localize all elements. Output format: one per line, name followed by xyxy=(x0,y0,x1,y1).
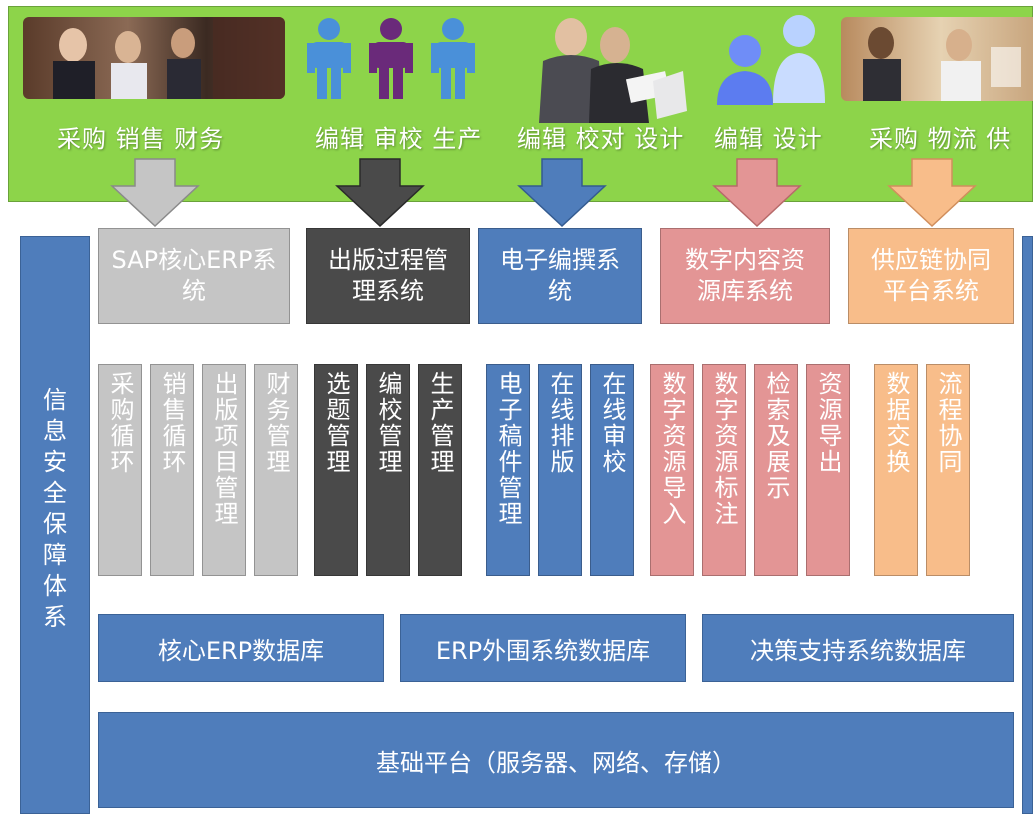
security-system-label: 信息安全保障体系 xyxy=(43,386,67,631)
sap-erp-system-label-1: SAP核心ERP系 xyxy=(111,246,277,274)
module-online-typesetting: 在线排版 xyxy=(538,364,582,576)
publishing-process-system-box: 出版过程管理系统 xyxy=(306,228,470,324)
top-label-purchase-logistics-supply: 采购 物流 供 xyxy=(869,125,1012,153)
sap-erp-system-label-2: 统 xyxy=(181,277,206,305)
module-topic-selection-mgmt: 选题管理 xyxy=(314,364,358,576)
module-label: 检索及展示 xyxy=(762,371,790,501)
infrastructure-platform: 基础平台（服务器、网络、存储） xyxy=(98,712,1014,808)
module-production-mgmt: 生产管理 xyxy=(418,364,462,576)
module-publishing-project-mgmt: 出版项目管理 xyxy=(202,364,246,576)
security-system-bar: 信息安全保障体系 xyxy=(20,236,90,814)
module-label: 采购循环 xyxy=(106,371,134,475)
module-label: 选题管理 xyxy=(322,371,350,475)
down-arrow-gray xyxy=(110,158,200,228)
module-label: 在线审校 xyxy=(598,371,626,475)
module-finance-mgmt: 财务管理 xyxy=(254,364,298,576)
module-label: 财务管理 xyxy=(262,371,290,475)
erp-peripheral-database: ERP外围系统数据库 xyxy=(400,614,686,682)
module-online-review: 在线审校 xyxy=(590,364,634,576)
module-digital-resource-annotation: 数字资源标注 xyxy=(702,364,746,576)
down-arrow-orange xyxy=(887,158,977,228)
user-roles-band: 采购 销售 财务 编辑 审校 生产 编辑 校对 设计 编辑 设计 采购 物流 供 xyxy=(8,6,1033,202)
module-label: 编校管理 xyxy=(374,371,402,475)
module-label: 数据交换 xyxy=(882,371,910,475)
right-side-bar xyxy=(1022,236,1033,814)
down-arrow-dark xyxy=(335,158,425,228)
down-arrow-pink xyxy=(712,158,802,228)
module-search-and-display: 检索及展示 xyxy=(754,364,798,576)
electronic-compilation-label-2: 统 xyxy=(548,277,572,305)
businessmen-photo xyxy=(533,11,693,123)
business-meeting-photo-1 xyxy=(23,17,285,99)
module-label: 资源导出 xyxy=(814,371,842,475)
core-erp-database: 核心ERP数据库 xyxy=(98,614,384,682)
module-label: 数字资源标注 xyxy=(710,371,738,527)
module-label: 生产管理 xyxy=(426,371,454,475)
module-resource-export: 资源导出 xyxy=(806,364,850,576)
module-label: 销售循环 xyxy=(158,371,186,475)
electronic-compilation-system-box: 电子编撰系统 xyxy=(478,228,642,324)
down-arrow-blue xyxy=(517,158,607,228)
supply-chain-label-2: 平台系统 xyxy=(883,277,979,305)
publishing-process-label-2: 理系统 xyxy=(352,277,424,305)
module-editing-proofing-mgmt: 编校管理 xyxy=(366,364,410,576)
top-label-edit-review-production: 编辑 审校 生产 xyxy=(315,125,483,153)
digital-content-label-2: 源库系统 xyxy=(697,277,793,305)
top-label-edit-design: 编辑 设计 xyxy=(714,125,823,153)
module-sales-cycle: 销售循环 xyxy=(150,364,194,576)
electronic-compilation-label-1: 电子编撰系 xyxy=(500,246,620,274)
publishing-process-label-1: 出版过程管 xyxy=(328,246,448,274)
module-label: 流程协同 xyxy=(934,371,962,475)
module-label: 在线排版 xyxy=(546,371,574,475)
module-label: 电子稿件管理 xyxy=(494,371,522,527)
module-label: 出版项目管理 xyxy=(210,371,238,527)
decision-support-database: 决策支持系统数据库 xyxy=(702,614,1014,682)
digital-content-resource-system-box: 数字内容资源库系统 xyxy=(660,228,830,324)
3d-people-icons xyxy=(711,11,826,107)
top-label-purchase-sales-finance: 采购 销售 财务 xyxy=(57,125,225,153)
people-icons xyxy=(299,15,484,101)
business-meeting-photo-2 xyxy=(841,17,1033,101)
module-digital-resource-import: 数字资源导入 xyxy=(650,364,694,576)
module-data-exchange: 数据交换 xyxy=(874,364,918,576)
module-electronic-manuscript-mgmt: 电子稿件管理 xyxy=(486,364,530,576)
module-label: 数字资源导入 xyxy=(658,371,686,527)
supply-chain-label-1: 供应链协同 xyxy=(871,246,991,274)
digital-content-label-1: 数字内容资 xyxy=(685,246,805,274)
module-process-collaboration: 流程协同 xyxy=(926,364,970,576)
top-label-edit-proofread-design: 编辑 校对 设计 xyxy=(517,125,685,153)
sap-erp-system-box: SAP核心ERP系统 xyxy=(98,228,290,324)
module-purchase-cycle: 采购循环 xyxy=(98,364,142,576)
supply-chain-platform-system-box: 供应链协同平台系统 xyxy=(848,228,1014,324)
